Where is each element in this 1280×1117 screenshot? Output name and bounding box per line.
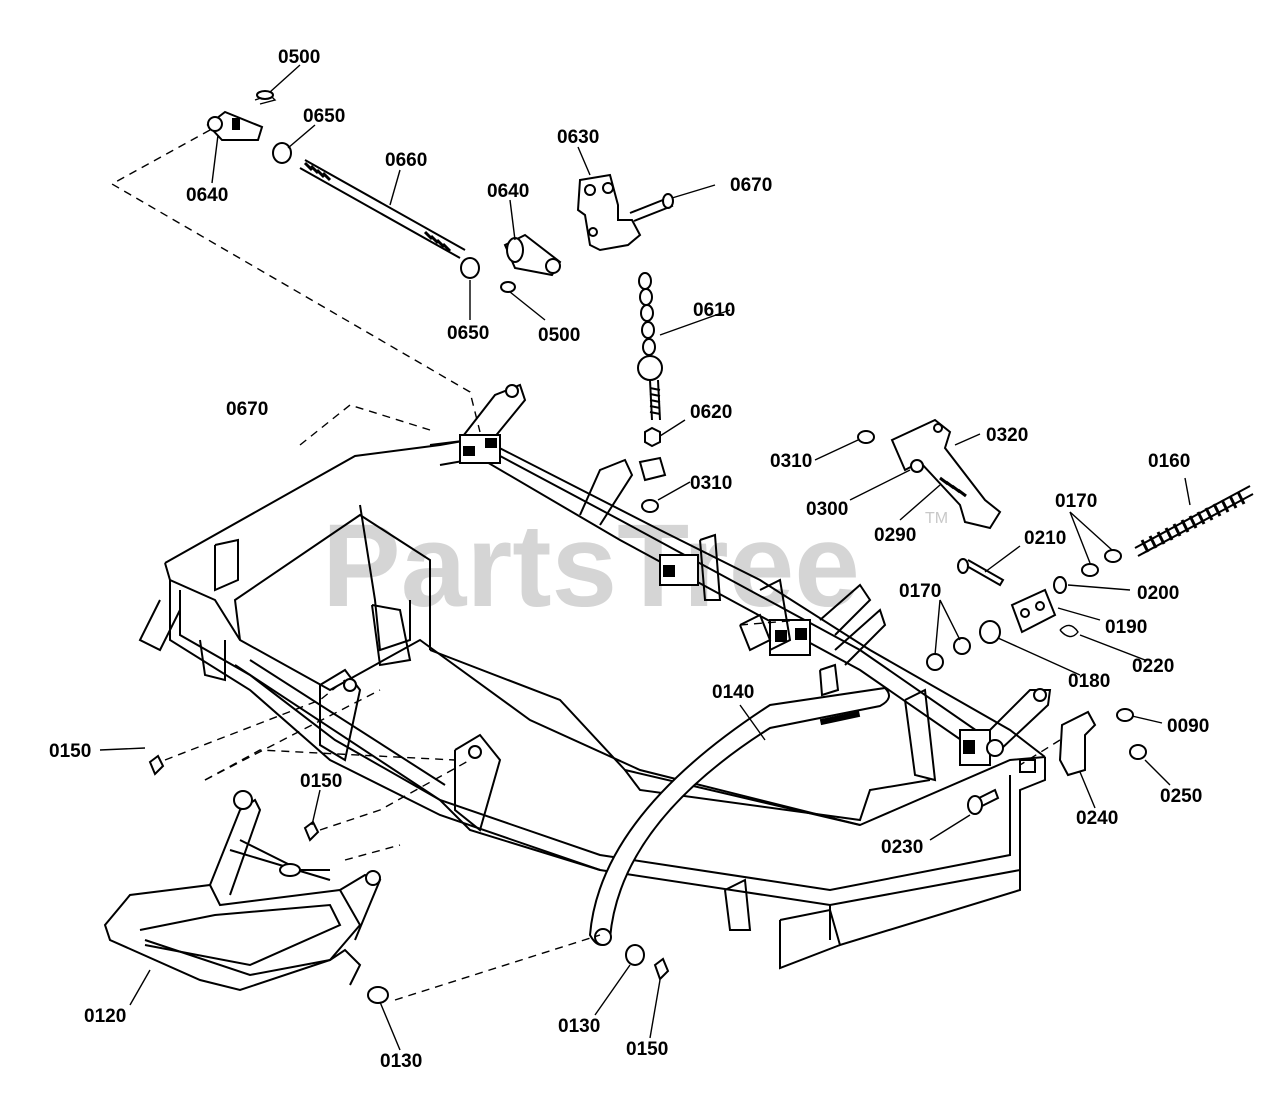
callout-label: 0670 [730,175,772,196]
callout-label: 0180 [1068,671,1110,692]
chain-assembly [637,272,667,513]
callout-label: 0200 [1137,583,1179,604]
callout-label: 0170 [1055,491,1097,512]
callout-label: 0300 [806,499,848,520]
callout-label: 0230 [881,837,923,858]
callout-label: 0500 [538,325,580,346]
lift-rod-assembly [429,383,1052,766]
callout-label: 0150 [626,1039,668,1060]
callout-label: 0500 [278,47,320,68]
lever-assembly [857,418,1002,530]
callout-label: 0130 [380,1051,422,1072]
callout-label: 0160 [1148,451,1190,472]
watermark-tm: TM [925,510,948,527]
front-bar [588,686,890,946]
callout-label: 0320 [986,425,1028,446]
callout-label: 0650 [303,106,345,127]
callout-label: 0670 [226,399,268,420]
rear-bracket-hardware [967,708,1147,815]
callout-label: 0640 [487,181,529,202]
callout-label: 0620 [690,402,732,423]
callout-label: 0310 [770,451,812,472]
callout-label: 0640 [186,185,228,206]
spring-hardware [926,485,1254,671]
adjust-rod-assembly [110,90,674,433]
callout-label: 0170 [899,581,941,602]
callout-label: 0140 [712,682,754,703]
callout-label: 0130 [558,1016,600,1037]
deck-frame [138,436,1046,970]
callout-label: 0210 [1024,528,1066,549]
callout-label: 0290 [874,525,916,546]
callout-label: 0150 [300,771,342,792]
callout-label: 0650 [447,323,489,344]
callout-label: 0660 [385,150,427,171]
callout-label: 0610 [693,300,735,321]
dashed-leaders [164,404,1061,1001]
callout-labels: 0500 0650 0660 0630 0670 0640 0640 0650 … [49,47,1209,1072]
callout-label: 0630 [557,127,599,148]
watermark: PartsTree [322,500,860,632]
callout-label: 0250 [1160,786,1202,807]
callout-label: 0240 [1076,808,1118,829]
front-hitch [103,754,670,1004]
callout-label: 0090 [1167,716,1209,737]
callout-label: 0120 [84,1006,126,1027]
callout-label: 0150 [49,741,91,762]
callout-leaders [99,64,1191,1051]
callout-label: 0190 [1105,617,1147,638]
callout-label: 0310 [690,473,732,494]
callout-label: 0220 [1132,656,1174,677]
